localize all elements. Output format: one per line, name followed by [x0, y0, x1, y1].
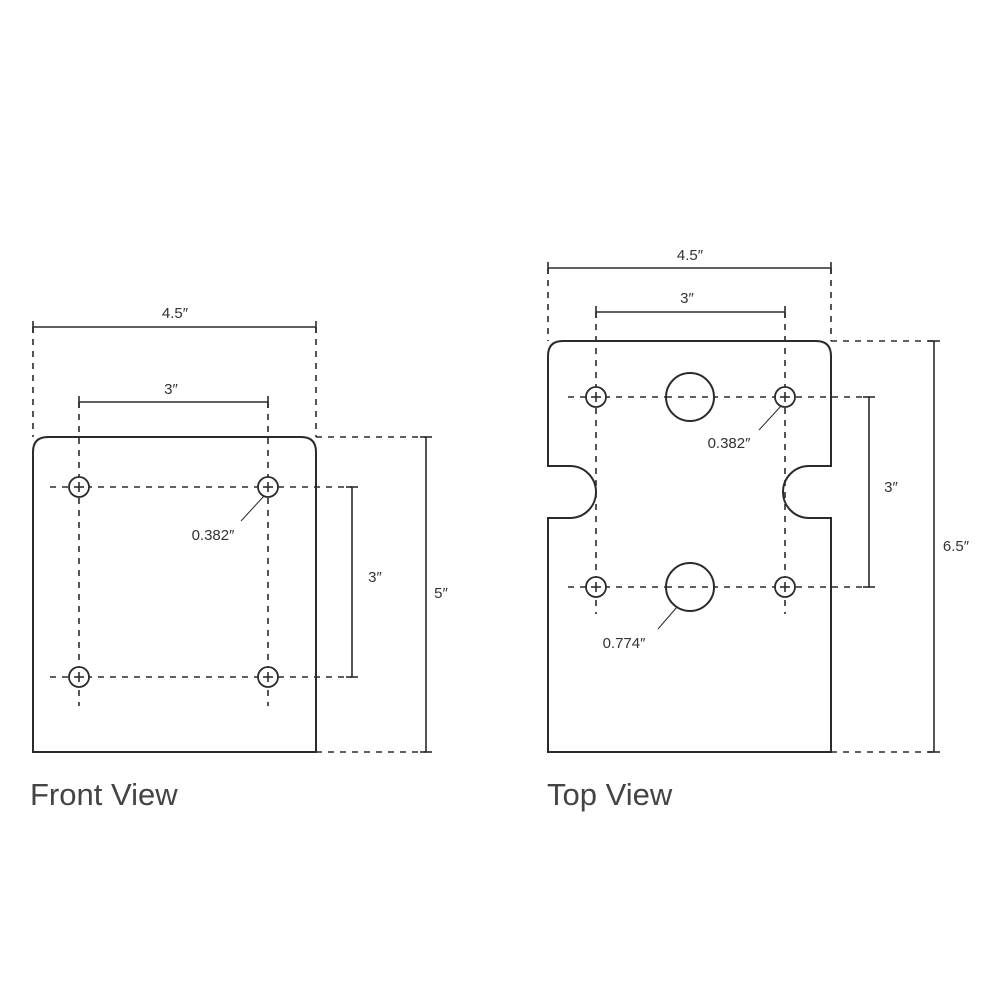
top-height-label: 6.5″ [943, 538, 970, 555]
top-screw-hole-bottom-right [774, 576, 796, 598]
top-screw-hole-top-right [774, 386, 796, 408]
front-screw-hole-bottom-left [68, 666, 90, 688]
front-hole-spacing-v-label: 3″ [368, 569, 382, 586]
top-large-hole-dia-label: 0.774″ [603, 635, 647, 652]
front-width-label: 4.5″ [162, 305, 189, 322]
top-screw-hole-bottom-left [585, 576, 607, 598]
top-hole-spacing-v-label: 3″ [884, 479, 898, 496]
top-screw-hole-top-left [585, 386, 607, 408]
front-screw-hole-top-left [68, 476, 90, 498]
top-large-hole-dia-leader [657, 606, 678, 630]
top-view: 4.5″ 3″ 0.382″ 3″ 6.5″ 0.774″ Top View [547, 247, 970, 812]
top-hole-spacing-h-label: 3″ [680, 290, 694, 307]
front-plate-outline [32, 436, 317, 753]
top-small-hole-dia-leader [758, 405, 782, 431]
front-hole-dia-label: 0.382″ [192, 527, 236, 544]
front-view-title: Front View [30, 777, 178, 812]
front-hole-dia-leader [240, 495, 265, 522]
front-view: 4.5″ 3″ 0.382″ 3″ 5″ Front View [30, 305, 449, 812]
front-height-label: 5″ [434, 585, 448, 602]
top-small-hole-dia-label: 0.382″ [708, 435, 752, 452]
front-hole-spacing-h-label: 3″ [164, 381, 178, 398]
top-view-title: Top View [547, 777, 673, 812]
top-width-label: 4.5″ [677, 247, 704, 264]
front-screw-hole-top-right [257, 476, 279, 498]
front-screw-hole-bottom-right [257, 666, 279, 688]
